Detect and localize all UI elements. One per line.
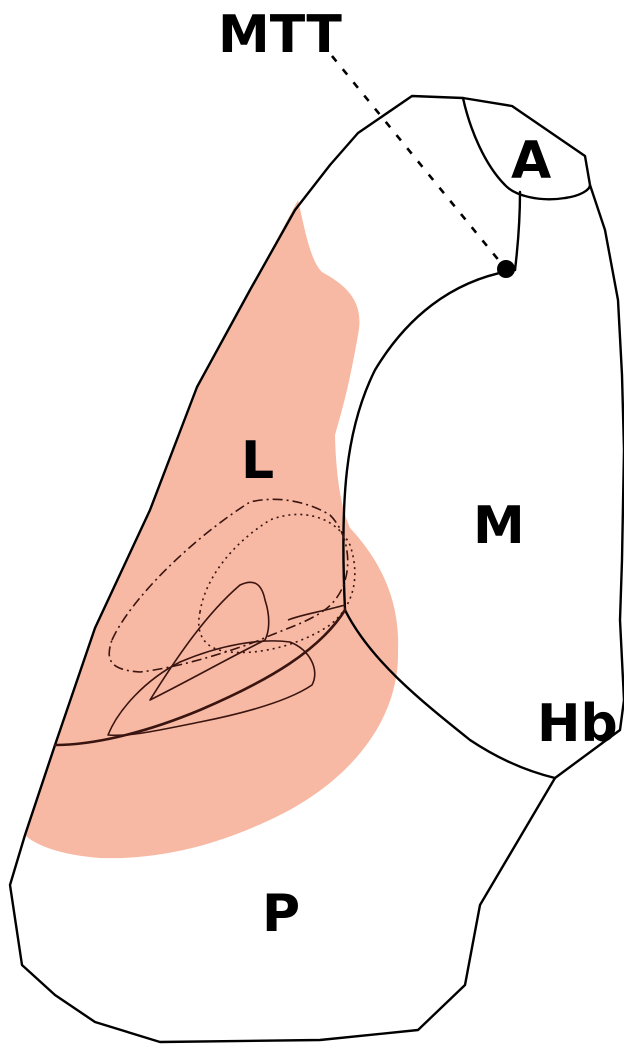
habenula-label: Hb xyxy=(537,694,618,754)
lateral-label: L xyxy=(241,431,274,491)
medial-label: M xyxy=(473,496,525,556)
mtt-leader-line xyxy=(332,56,505,268)
mtt-label: MTT xyxy=(218,5,342,65)
anterior-label: A xyxy=(511,131,551,191)
mtt-marker-dot xyxy=(497,260,515,278)
anterior-boundary-line xyxy=(515,192,520,270)
posterior-label: P xyxy=(262,884,300,944)
highlighted-lateral-region xyxy=(25,200,398,858)
